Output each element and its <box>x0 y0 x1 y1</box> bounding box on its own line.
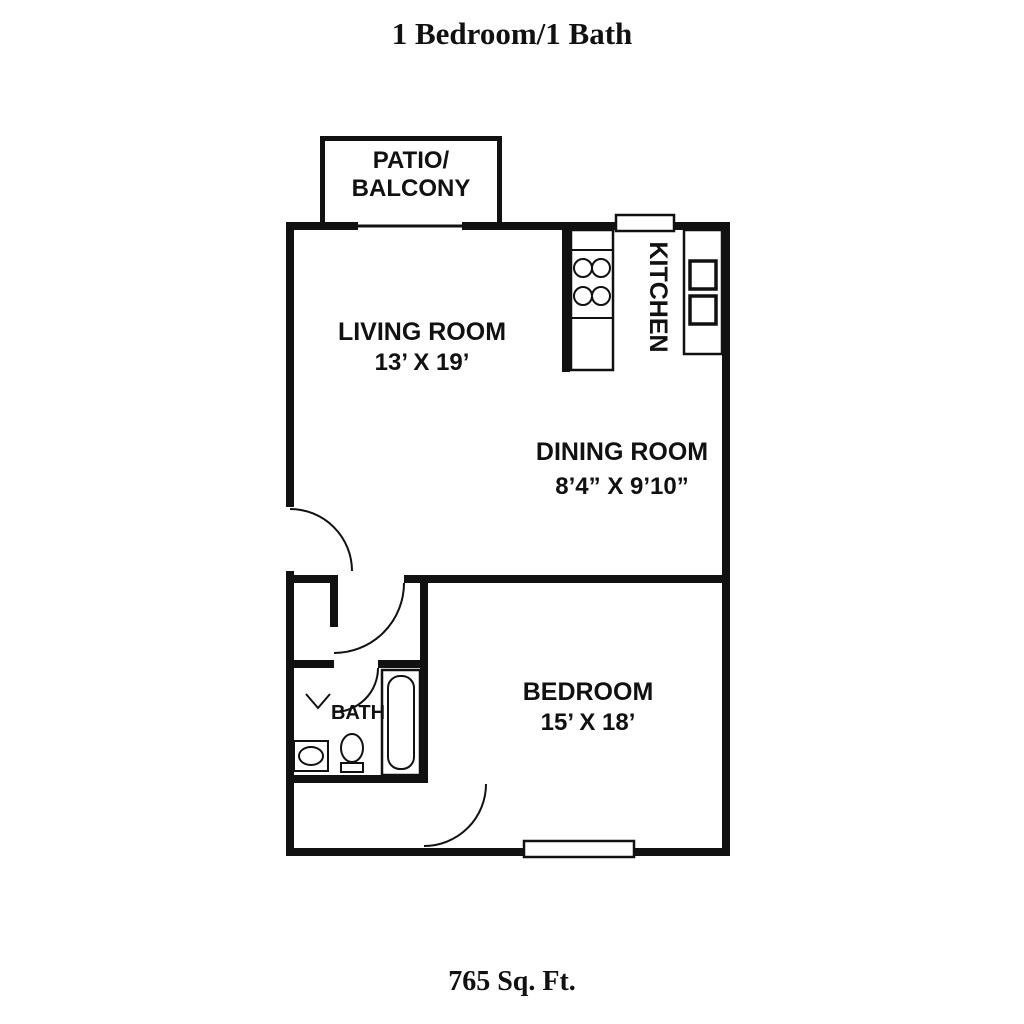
living-room-label: LIVING ROOM <box>338 318 506 346</box>
closet-door-mark <box>305 693 331 710</box>
patio-label-line1: PATIO/ <box>373 147 450 174</box>
bedroom-window <box>522 839 636 859</box>
living-room-dimensions: 13’ X 19’ <box>375 349 470 376</box>
stove-burners-icon <box>573 258 611 306</box>
bathtub-icon <box>380 668 422 777</box>
kitchen-fixtures <box>569 228 724 372</box>
patio-label-line2: BALCONY <box>352 175 471 202</box>
room-labels: PATIO/ BALCONY LIVING ROOM 13’ X 19’ KIT… <box>331 147 708 736</box>
dining-room-label: DINING ROOM <box>536 438 708 466</box>
entry-door-arc <box>289 508 353 572</box>
door-swings <box>289 508 487 847</box>
bath-label: BATH <box>331 702 385 724</box>
sliding-door <box>358 224 462 228</box>
dining-room-dimensions: 8’4” X 9’10” <box>555 473 688 500</box>
bath-door-arc <box>333 667 379 713</box>
kitchen-counter-left <box>569 228 615 372</box>
kitchen-sink-icon <box>688 259 718 326</box>
bath-fixtures <box>293 668 422 777</box>
square-footage-label: 765 Sq. Ft. <box>448 966 576 997</box>
wall-openings <box>286 222 462 571</box>
bath-sink-icon <box>340 733 364 773</box>
kitchen-window <box>614 213 676 233</box>
bedroom-door-arc <box>423 783 487 847</box>
kitchen-counter-right <box>682 228 724 356</box>
bedroom-label: BEDROOM <box>523 678 654 706</box>
interior-walls <box>286 222 730 783</box>
windows <box>522 213 676 859</box>
kitchen-label: KITCHEN <box>644 241 672 352</box>
page-title: 1 Bedroom/1 Bath <box>391 16 633 51</box>
patio-walls <box>320 136 502 222</box>
toilet-icon <box>293 740 329 772</box>
bedroom-dimensions: 15’ X 18’ <box>541 709 636 736</box>
hall-door-arc <box>333 582 405 654</box>
